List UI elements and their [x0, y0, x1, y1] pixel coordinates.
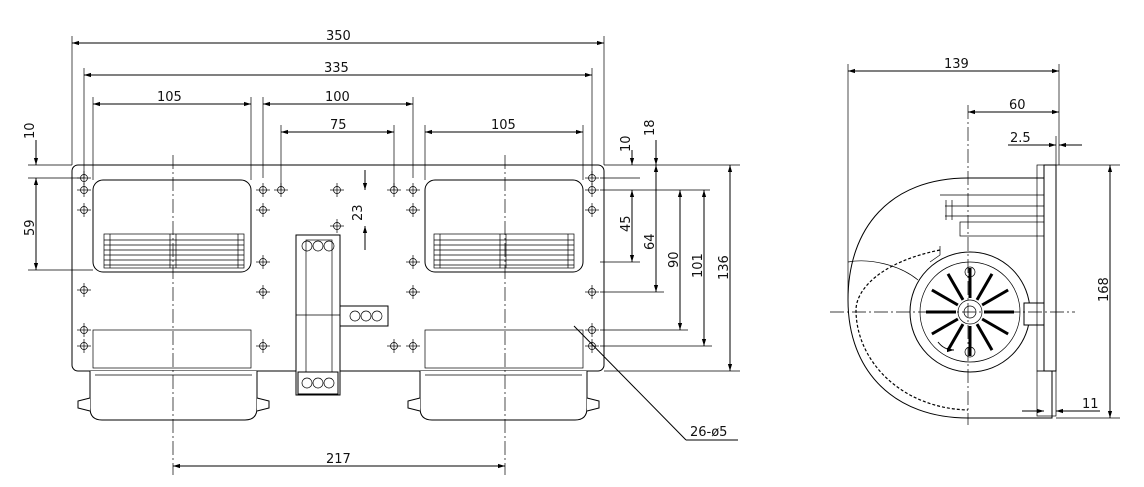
mounting-flange	[1043, 164, 1057, 372]
rotation-arrow	[937, 341, 955, 353]
dimension-23: 23	[351, 170, 368, 250]
dimension-139: 139	[847, 57, 1060, 300]
dimension-335: 335	[83, 61, 593, 178]
dimension-90: 90	[600, 190, 688, 331]
dimension-101: 101	[600, 190, 712, 347]
dimension-100: 100	[262, 90, 414, 178]
motor-bracket	[295, 234, 341, 396]
dim-23-label: 23	[351, 204, 366, 221]
dim-350-label: 350	[326, 29, 351, 44]
dim-168-label: 168	[1097, 277, 1112, 302]
dimension-11: 11	[1022, 397, 1100, 414]
dim-335-label: 335	[324, 61, 349, 76]
left-inlet	[92, 179, 252, 273]
motor-screw-top	[964, 266, 976, 278]
right-inlet	[424, 179, 584, 273]
left-fan-wheel	[103, 233, 245, 269]
dim-75-label: 75	[330, 118, 347, 133]
left-scroll-outlet	[89, 371, 258, 421]
dim-2-5-label: 2.5	[1010, 131, 1031, 146]
dimension-10-right: 10	[619, 135, 635, 165]
dimension-217: 217	[173, 452, 505, 469]
impeller-spoke	[946, 323, 965, 351]
dim-45-label: 45	[619, 215, 634, 232]
impeller-spoke	[931, 317, 959, 336]
terminal-block	[339, 305, 389, 327]
dim-60-label: 60	[1009, 98, 1026, 113]
side-view: 139 60 2.5 168 11	[830, 57, 1120, 425]
holes-leader	[573, 325, 687, 441]
dim-101-label: 101	[691, 253, 706, 278]
mounting-holes	[77, 171, 599, 353]
dimension-75: 75	[280, 118, 395, 190]
dim-59-label: 59	[23, 219, 38, 236]
dimension-350: 350	[71, 29, 605, 165]
dim-105-left-label: 105	[157, 90, 182, 105]
front-view: 26-ø5 350 335 105 100	[23, 29, 740, 475]
dim-105-right-label: 105	[491, 118, 516, 133]
dim-10-left-label: 10	[23, 122, 38, 139]
impeller-spoke	[975, 323, 994, 351]
dim-217-label: 217	[326, 452, 351, 467]
impeller-spoke	[946, 273, 965, 301]
dimension-168: 168	[1056, 164, 1120, 419]
dim-90-label: 90	[667, 251, 682, 268]
dimension-136: 136	[604, 165, 740, 372]
left-ear	[77, 397, 91, 412]
impeller-spoke	[981, 288, 1009, 307]
dimension-105-right: 105	[424, 118, 584, 180]
dim-136-label: 136	[717, 255, 732, 280]
dim-139-label: 139	[944, 57, 969, 72]
dimension-64: 64	[600, 165, 664, 293]
scroll-inner-wall	[855, 249, 969, 411]
right-fan-wheel	[433, 233, 575, 269]
motor-screw-bottom	[964, 346, 976, 358]
holes-callout-label: 26-ø5	[690, 425, 727, 440]
impeller-spoke	[975, 273, 994, 301]
dim-10-right-label: 10	[619, 135, 634, 152]
impeller-spoke	[981, 317, 1009, 336]
dim-100-label: 100	[325, 90, 350, 105]
dimension-18: 18	[643, 119, 659, 165]
dimension-59: 59	[23, 178, 93, 271]
dimension-60: 60	[968, 98, 1059, 115]
right-lower-panel	[424, 329, 584, 369]
dimension-2-5: 2.5	[1008, 131, 1082, 165]
left-lower-panel	[92, 329, 252, 369]
dimension-45: 45	[600, 190, 640, 263]
dimension-105-left: 105	[92, 90, 252, 180]
dim-11-label: 11	[1082, 397, 1099, 412]
impeller-spoke	[931, 288, 959, 307]
dim-18-label: 18	[643, 119, 658, 136]
right-scroll-outlet	[419, 371, 588, 421]
dim-64-label: 64	[643, 233, 658, 250]
